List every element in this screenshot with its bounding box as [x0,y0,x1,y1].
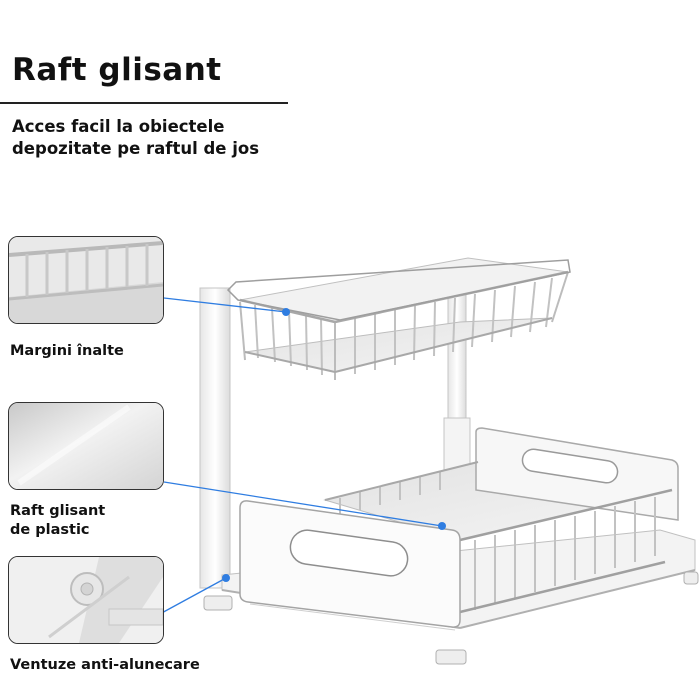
thumbnail-suction-cups [8,556,164,644]
thumbnail-plastic-shelf [8,402,164,490]
page-title: Raft glisant [12,52,222,88]
subtitle-line-2: depozitate pe raftul de jos [12,139,260,158]
tray-wires [339,472,656,610]
title-underline [0,102,288,104]
subtitle: Acces facil la obiectele depozitate pe r… [12,116,312,160]
callout-lines [157,297,443,616]
subtitle-line-1: Acces facil la obiectele [12,117,225,136]
suction-feet [203,571,699,665]
front-upright [199,287,231,589]
sliding-tray [239,427,679,631]
label-suction-cups: Ventuze anti-alunecare [10,657,200,673]
thumbnail-high-edges [8,236,164,324]
label-high-edges: Margini înalte [10,343,124,359]
callout-dots [222,308,446,582]
label-plastic-shelf: Raft glisant de plastic [10,503,106,538]
upper-basket [226,257,571,380]
